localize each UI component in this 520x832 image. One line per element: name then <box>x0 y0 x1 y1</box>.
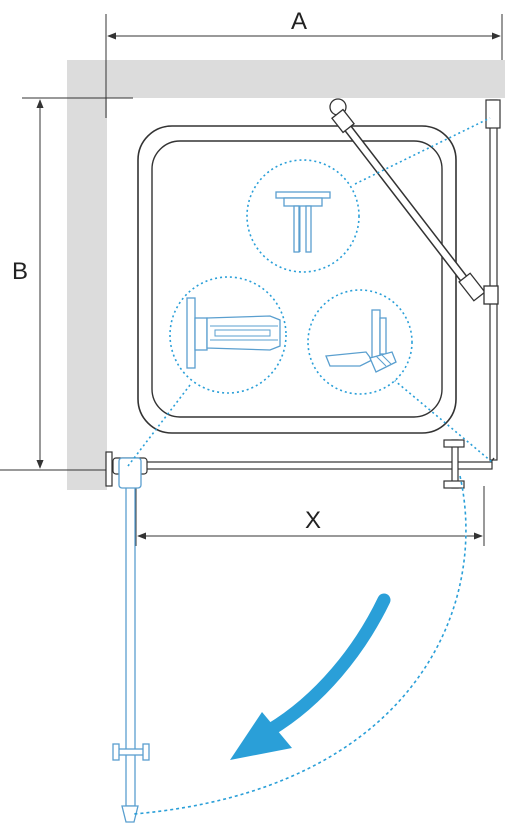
dimension-b: B <box>0 97 133 471</box>
curved-arrow-icon <box>230 593 391 760</box>
open-door-hinge <box>118 457 142 489</box>
tray-outer-rim <box>137 125 457 434</box>
tray-inner-basin <box>151 140 443 418</box>
stabilizer-top-connector <box>331 108 355 134</box>
back-wall <box>67 60 505 98</box>
detail-seal-circle <box>307 289 413 395</box>
leader-top-detail <box>354 117 491 185</box>
dim-a-label: A <box>291 8 307 35</box>
wall-shading <box>67 60 505 490</box>
open-door <box>112 457 150 823</box>
detail-bracket-circle <box>246 159 360 273</box>
dimension-x: X <box>135 486 485 546</box>
leader-left-detail <box>127 384 191 467</box>
open-door-handle-left-knob <box>112 743 120 761</box>
stabilizer-rod-inner <box>337 115 477 295</box>
handle-inner-knob <box>443 480 465 489</box>
detail-bracket <box>246 159 360 273</box>
door-swing-path <box>133 475 467 815</box>
dimension-a: A <box>105 8 503 118</box>
closed-door-glass <box>127 461 493 470</box>
side-panel-top-clip <box>485 99 501 129</box>
side-wall <box>67 60 107 490</box>
handle-outer-knob <box>443 439 465 448</box>
dim-x-label: X <box>305 507 321 534</box>
bracket-icon <box>275 191 331 253</box>
stabilizer-glass-clamp <box>483 285 499 305</box>
stabilizer-bar <box>329 98 499 305</box>
closed-door <box>105 439 493 489</box>
open-door-seal-tip <box>121 805 139 823</box>
fixed-side-panel <box>485 99 501 467</box>
open-door-handle <box>114 748 148 756</box>
shower-tray <box>137 125 457 434</box>
hinge-wall-plate <box>105 451 113 487</box>
side-panel-glass <box>489 99 498 461</box>
hinge-icon <box>186 297 281 369</box>
detail-seal <box>307 289 413 395</box>
seal-profile-icon <box>325 309 397 373</box>
detail-leaders <box>127 117 493 467</box>
stabilizer-bottom-connector <box>458 272 486 302</box>
dim-b-label: B <box>12 258 28 285</box>
leader-right-detail <box>393 379 493 463</box>
open-door-handle-right-knob <box>142 743 150 761</box>
detail-hinge <box>169 276 287 394</box>
